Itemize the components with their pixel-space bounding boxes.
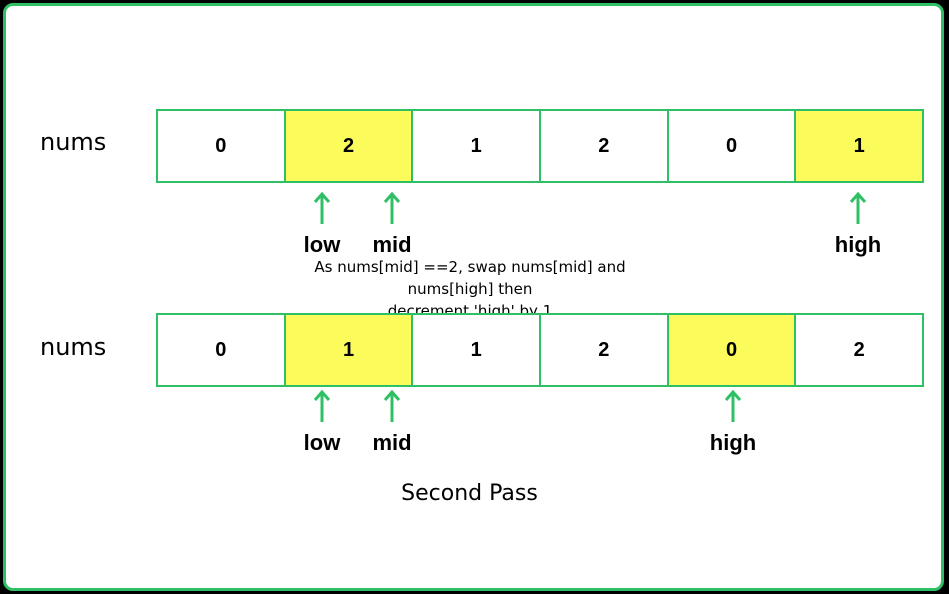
caption-line-1: As nums[mid] ==2, swap nums[mid] and num… — [314, 258, 626, 298]
row1-cell-4: 0 — [668, 111, 797, 181]
row1-pointer-high-label: high — [834, 232, 882, 257]
row1-pointer-mid: mid — [352, 190, 432, 258]
row2-cell-3: 2 — [541, 315, 669, 385]
row1-pointer-low-label: low — [303, 232, 341, 257]
row2-cell-1: 1 — [285, 315, 414, 385]
up-arrow-icon — [383, 389, 401, 422]
diagram-frame — [3, 3, 944, 591]
row2-pointer-high-label: high — [709, 430, 757, 455]
row2-pointer-mid-label: mid — [372, 430, 412, 455]
up-arrow-icon — [849, 191, 867, 224]
up-arrow-icon — [313, 191, 331, 224]
row2-pointer-low-label: low — [303, 430, 341, 455]
pass-title: Second Pass — [401, 481, 538, 506]
up-arrow-icon — [724, 389, 742, 422]
row2-cell-4: 0 — [668, 315, 797, 385]
row1-cell-0: 0 — [158, 111, 286, 181]
row2-cell-0: 0 — [158, 315, 286, 385]
row1-pointer-mid-label: mid — [372, 232, 412, 257]
row1-label: nums — [40, 128, 107, 156]
row2-pointer-low: low — [282, 388, 362, 456]
up-arrow-icon — [383, 191, 401, 224]
row1-array: 0 2 1 2 0 1 — [156, 109, 924, 183]
row1-cell-3: 2 — [541, 111, 669, 181]
row1-cell-1: 2 — [285, 111, 414, 181]
row1-cell-5: 1 — [796, 111, 923, 181]
row2-label: nums — [40, 333, 107, 361]
up-arrow-icon — [313, 389, 331, 422]
row2-array: 0 1 1 2 0 2 — [156, 313, 924, 387]
row2-cell-2: 1 — [413, 315, 542, 385]
row1-cell-2: 1 — [413, 111, 542, 181]
row1-pointer-high: high — [818, 190, 898, 258]
row1-pointer-low: low — [282, 190, 362, 258]
row2-cell-5: 2 — [796, 315, 923, 385]
row2-pointer-high: high — [693, 388, 773, 456]
row2-pointer-mid: mid — [352, 388, 432, 456]
